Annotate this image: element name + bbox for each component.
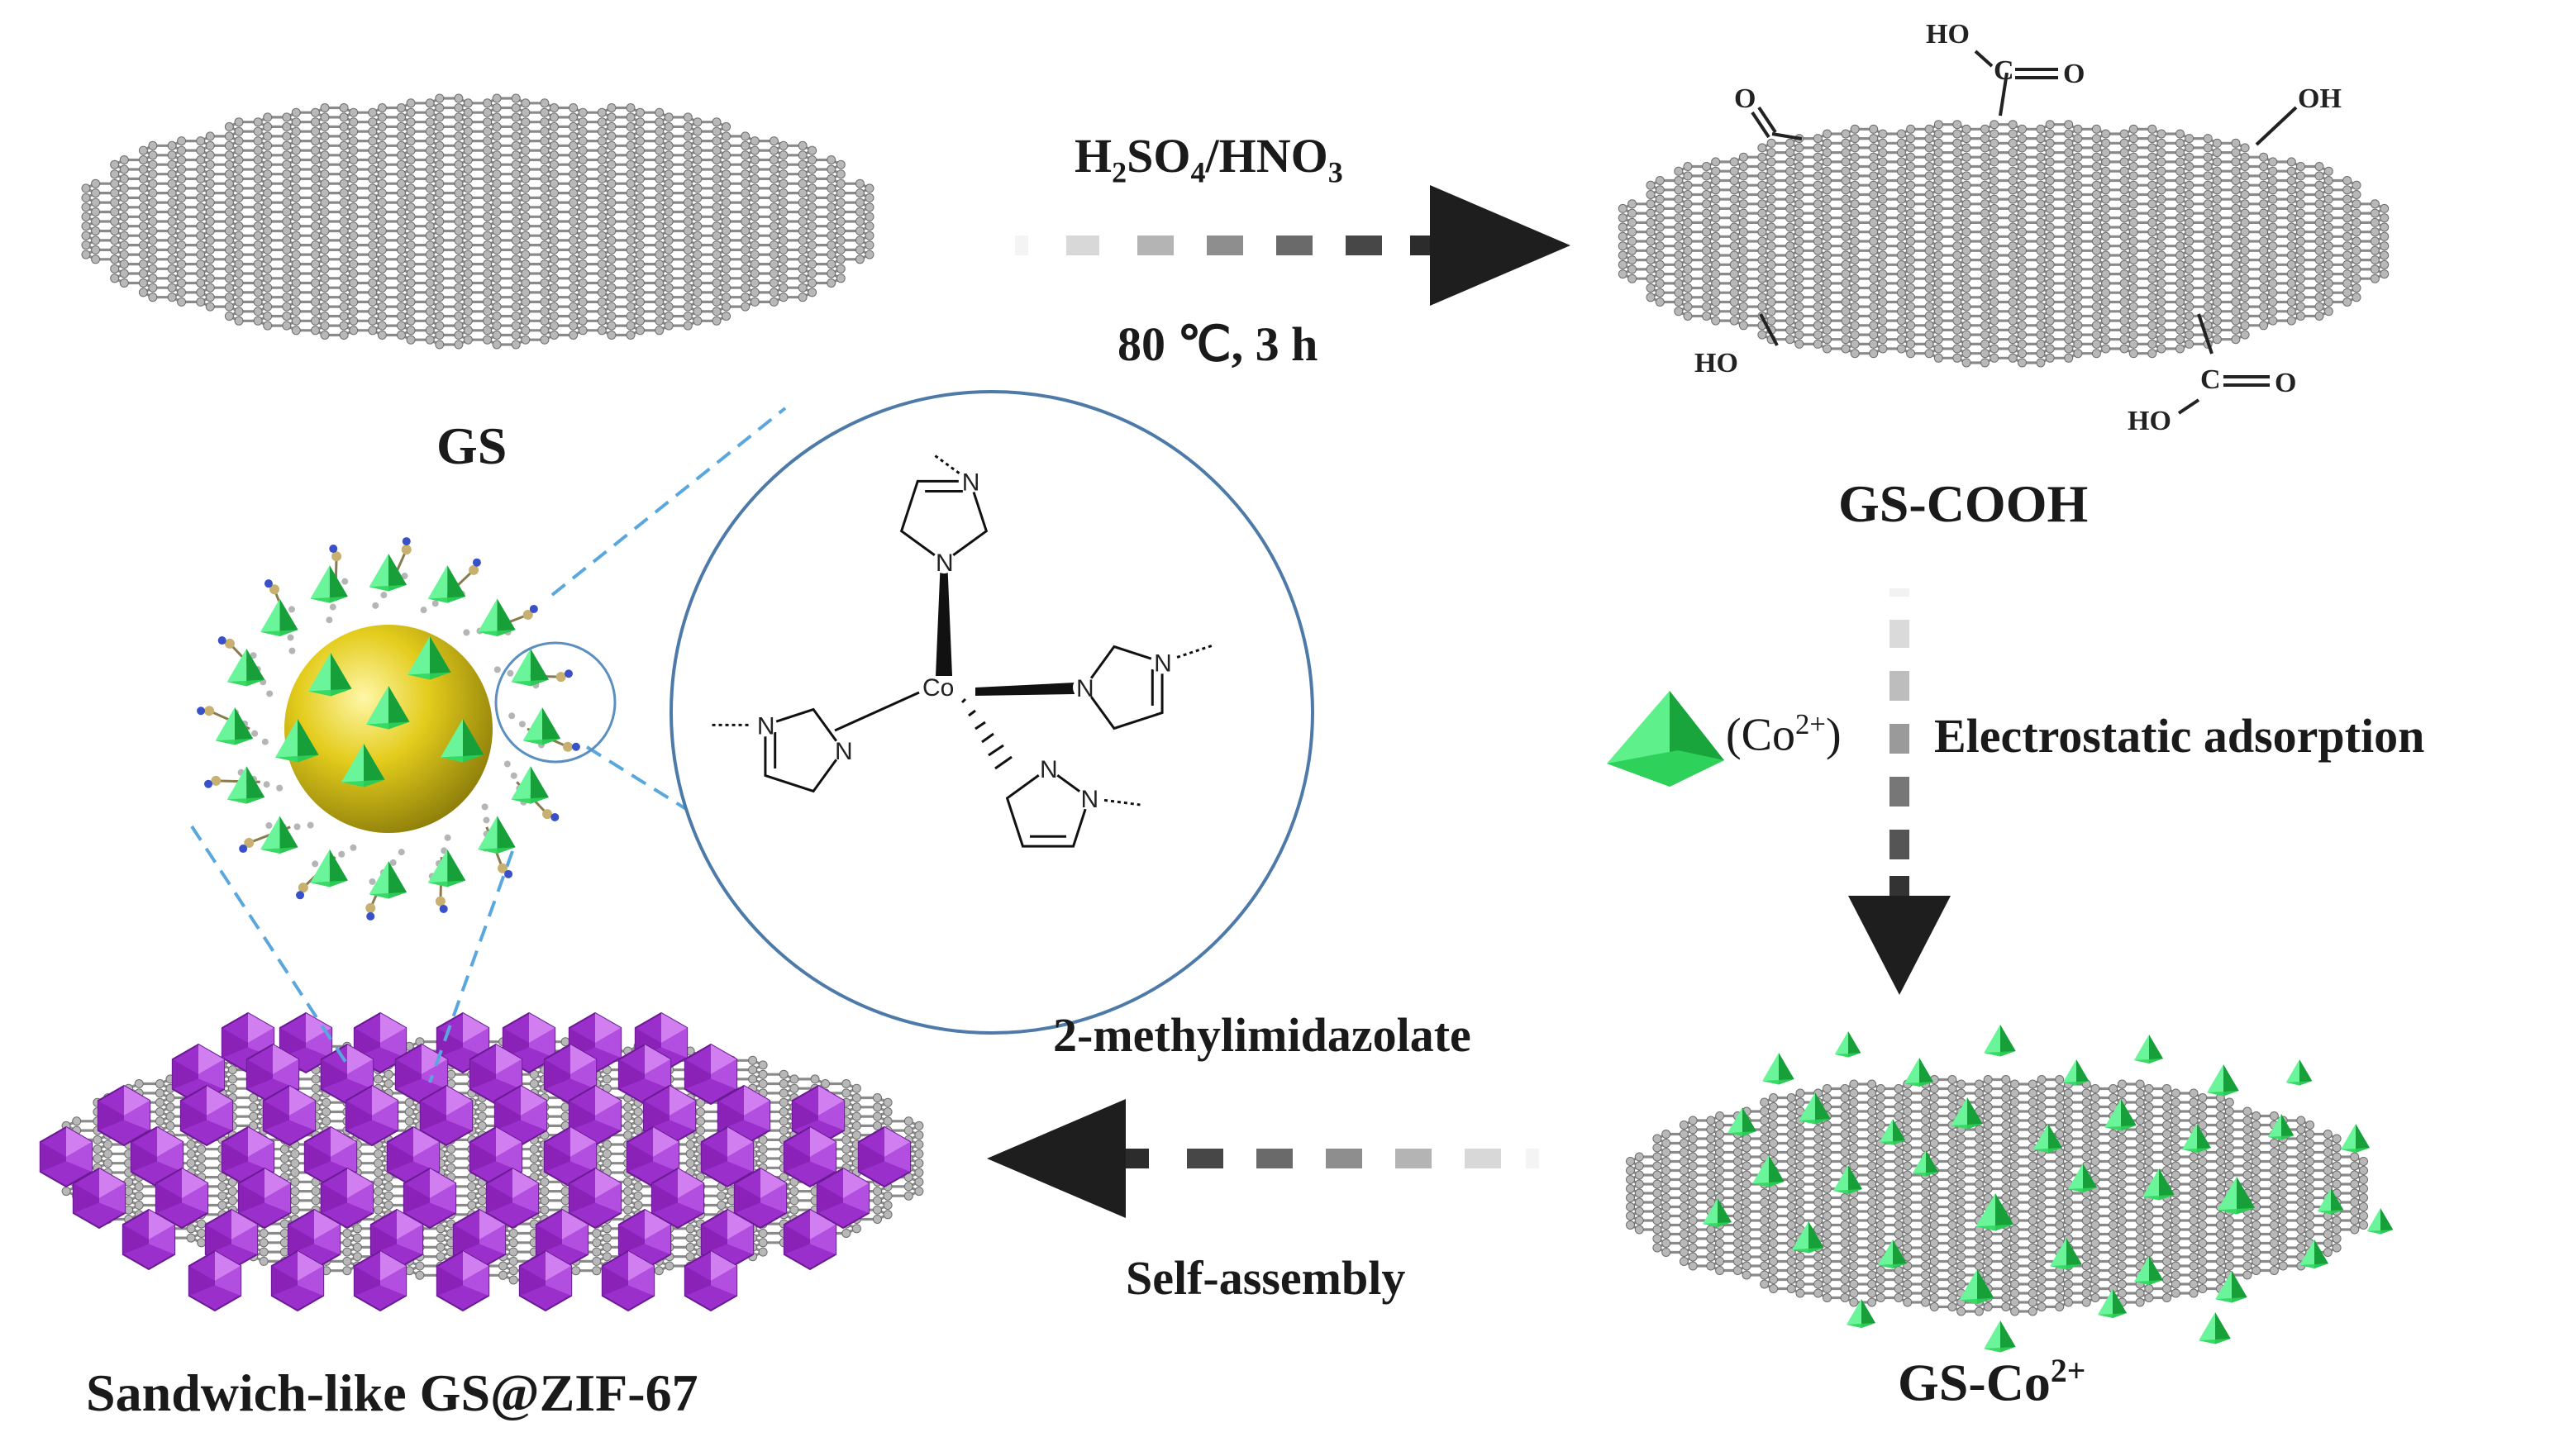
acid-sub-2: 2 bbox=[1112, 155, 1127, 189]
graphene-sheet-gs-co bbox=[1626, 1075, 2368, 1316]
fg-c-top: C bbox=[1994, 55, 2014, 86]
functional-groups: HO C O O OH HO HO C O bbox=[1694, 19, 2342, 436]
fg-o-bottom: O bbox=[2275, 368, 2296, 398]
graphene-sheet-gs bbox=[81, 93, 874, 350]
co-ion-close: ) bbox=[1825, 709, 1842, 761]
cobalt-tetrahedron-icon bbox=[1607, 691, 1724, 787]
co-ion-charge: 2+ bbox=[1795, 708, 1826, 740]
fg-ho-left: HO bbox=[1694, 348, 1738, 378]
zoom-source-circle bbox=[494, 641, 617, 764]
bond-hashed-bottom bbox=[960, 697, 1013, 770]
co-ion-open: (Co bbox=[1726, 709, 1795, 761]
fg-c-bottom: C bbox=[2200, 364, 2221, 395]
acid-so: SO bbox=[1127, 129, 1191, 183]
imidazole-nitrogen: N bbox=[757, 712, 775, 740]
imidazole-nitrogen: N bbox=[1076, 675, 1094, 702]
fg-ho-bottom: HO bbox=[2128, 406, 2171, 436]
acid-sub-3: 3 bbox=[1327, 155, 1343, 189]
arrow-left-assembly bbox=[987, 1099, 1539, 1218]
label-final-product: Sandwich-like GS@ZIF-67 bbox=[86, 1363, 698, 1422]
acid-hno: /HNO bbox=[1205, 129, 1328, 183]
label-ligand: 2-methylimidazolate bbox=[1053, 1008, 1471, 1062]
label-adsorption: Electrostatic adsorption bbox=[1934, 709, 2425, 763]
cobalt-ion-tetrahedra bbox=[1703, 1025, 2394, 1353]
arrow-down-adsorption bbox=[1848, 588, 1951, 995]
fg-ho-top: HO bbox=[1926, 19, 1970, 50]
label-gs-co: GS-Co2+ bbox=[1898, 1353, 2086, 1412]
graphene-sheet-gs-cooh bbox=[1618, 120, 2390, 368]
imidazole-nitrogen: N bbox=[1154, 649, 1172, 677]
arrow-right-oxidation bbox=[1015, 185, 1570, 306]
label-gs-cooh: GS-COOH bbox=[1838, 474, 2089, 533]
label-co-ion: (Co2+) bbox=[1726, 708, 1842, 761]
zif67-framework bbox=[197, 537, 580, 921]
fg-o-left: O bbox=[1734, 83, 1756, 114]
inset-circle bbox=[670, 390, 1314, 1035]
imidazole-nitrogen: N bbox=[1080, 786, 1098, 813]
label-gs-co-text: GS-Co bbox=[1898, 1353, 2051, 1412]
bond-wedge-top bbox=[936, 559, 952, 676]
bond-wedge-right bbox=[975, 683, 1075, 696]
zif67-front-tetrahedra bbox=[275, 636, 484, 787]
zif67-cluster bbox=[197, 537, 617, 921]
acid-h: H bbox=[1075, 129, 1113, 183]
fg-o-top: O bbox=[2063, 59, 2085, 89]
imidazole-nitrogen: N bbox=[962, 469, 980, 496]
acid-sub-4: 4 bbox=[1190, 155, 1206, 189]
center-atom-label: Co bbox=[922, 674, 954, 702]
label-gs-co-charge: 2+ bbox=[2050, 1353, 2086, 1389]
zif67-crystals bbox=[39, 1011, 912, 1312]
bond-left bbox=[834, 691, 920, 732]
imidazole-nitrogen: N bbox=[1040, 756, 1058, 783]
label-assembly: Self-assembly bbox=[1126, 1251, 1406, 1305]
imidazole-nitrogen: N bbox=[835, 738, 853, 765]
label-acid: H2SO4/HNO3 bbox=[1075, 132, 1343, 188]
label-gs: GS bbox=[436, 416, 508, 475]
label-condition: 80 ℃, 3 h bbox=[1117, 317, 1318, 371]
imidazole-nitrogen: N bbox=[936, 550, 954, 577]
fg-oh-right: OH bbox=[2298, 83, 2342, 114]
